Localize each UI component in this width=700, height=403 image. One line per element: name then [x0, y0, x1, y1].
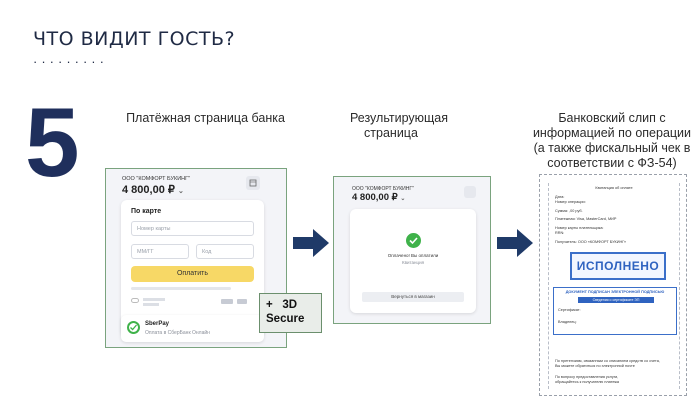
slide-title: ЧТО ВИДИТ ГОСТЬ? — [33, 28, 236, 50]
signature-box: ДОКУМЕНТ ПОДПИСАН ЭЛЕКТРОННОЙ ПОДПИСЬЮ С… — [553, 287, 677, 335]
signature-header: ДОКУМЕНТ ПОДПИСАН ЭЛЕКТРОННОЙ ПОДПИСЬЮ — [565, 290, 665, 294]
slip-line: Номер операции: — [555, 200, 586, 204]
slip-line: Платежная: Visa, MasterCard, МИР — [555, 217, 617, 221]
sberpay-option[interactable]: SberPay Оплата в СберБанк Онлайн — [121, 315, 264, 342]
result-calendar-icon[interactable] — [464, 186, 476, 198]
payment-page-frame: ООО "КОМФОРТ БУКИНГ" 4 800,00 ₽ ⌄ По кар… — [105, 168, 287, 348]
cvc-input[interactable]: Код — [196, 244, 254, 259]
result-status: Оплачено! Вы оплатили — [387, 253, 439, 258]
chevron-down-icon[interactable]: ⌄ — [400, 196, 406, 202]
slip-line: Дата: — [555, 195, 565, 199]
arrow-right-icon — [497, 229, 533, 257]
caption-slip: Банковский слип с информацией по операци… — [532, 111, 692, 170]
expiry-input[interactable]: ММ/ГГ — [131, 244, 189, 259]
calendar-icon[interactable] — [246, 176, 260, 190]
signature-field: Сертификат: — [558, 308, 581, 312]
card-payment-form: По карте Номер карты ММ/ГГ Код Оплатить — [121, 200, 264, 336]
slip-footer-line: обращайтесь к получателю платежа — [555, 380, 620, 384]
secure-plus: + — [266, 299, 273, 311]
success-check-icon — [406, 233, 421, 248]
save-card-line-2 — [143, 303, 159, 306]
result-receipt-link[interactable]: Квитанция — [401, 260, 425, 265]
section-title: По карте — [131, 208, 162, 215]
slip-inner: Квитанция об оплате Дата: Номер операции… — [548, 183, 680, 389]
bank-slip: Квитанция об оплате Дата: Номер операции… — [539, 174, 687, 396]
slip-footer-line: По претензиям, связанным со списанием ср… — [555, 359, 660, 363]
sberpay-title: SberPay — [145, 321, 170, 327]
result-amount: 4 800,00 ₽ ⌄ — [352, 192, 406, 203]
slip-line: Сумма: ,00 руб. — [555, 209, 583, 213]
signature-bar: Сведения о сертификате ЭП — [578, 297, 654, 303]
payment-amount: 4 800,00 ₽ ⌄ — [122, 184, 184, 196]
slip-header: Квитанция об оплате — [595, 186, 633, 190]
result-merchant-name: ООО "КОМФОРТ БУКИНГ" — [352, 186, 414, 192]
secure-3d: 3D — [282, 299, 298, 311]
secure-label: Secure — [266, 313, 305, 325]
fine-print-line — [131, 287, 231, 290]
caption-result-page: Результирующая страница — [350, 111, 449, 140]
chevron-down-icon[interactable]: ⌄ — [177, 188, 184, 195]
slip-footer-line: Вы можете обратиться по электронной почт… — [555, 364, 635, 368]
title-dots: ········· — [33, 54, 108, 69]
sberpay-subtitle: Оплата в СберБанк Онлайн — [145, 330, 210, 336]
slip-footer-line: По вопросу предоставления услуги, — [555, 375, 619, 379]
slip-line: Номер карты плательщика: — [555, 226, 604, 230]
arrow-right-icon — [293, 229, 329, 257]
step-number: 5 — [25, 87, 80, 197]
card-brand-icon-2 — [237, 299, 247, 304]
card-number-input[interactable]: Номер карты — [131, 221, 254, 236]
sberpay-check-icon — [127, 321, 140, 334]
3d-secure-badge: + 3D Secure — [259, 293, 322, 333]
caption-payment-page: Платёжная страница банка — [126, 111, 285, 125]
save-card-line — [143, 298, 165, 301]
result-card: Оплачено! Вы оплатили Квитанция Вернутьс… — [350, 209, 476, 313]
signature-field: Владелец: — [558, 320, 577, 324]
pay-button[interactable]: Оплатить — [131, 266, 254, 282]
toggle-icon[interactable] — [131, 298, 139, 303]
merchant-name: ООО "КОМФОРТ БУКИНГ" — [122, 176, 191, 182]
slip-line: Получатель: ООО «КОМФОРТ БУКИНГ» — [555, 240, 627, 244]
executed-stamp: ИСПОЛНЕНО — [570, 252, 666, 280]
slip-line: RRN: — [555, 231, 565, 235]
return-to-shop-button[interactable]: Вернуться в магазин — [362, 292, 464, 302]
card-brand-icon — [221, 299, 233, 304]
result-page-frame: ООО "КОМФОРТ БУКИНГ" 4 800,00 ₽ ⌄ Оплаче… — [333, 176, 491, 324]
